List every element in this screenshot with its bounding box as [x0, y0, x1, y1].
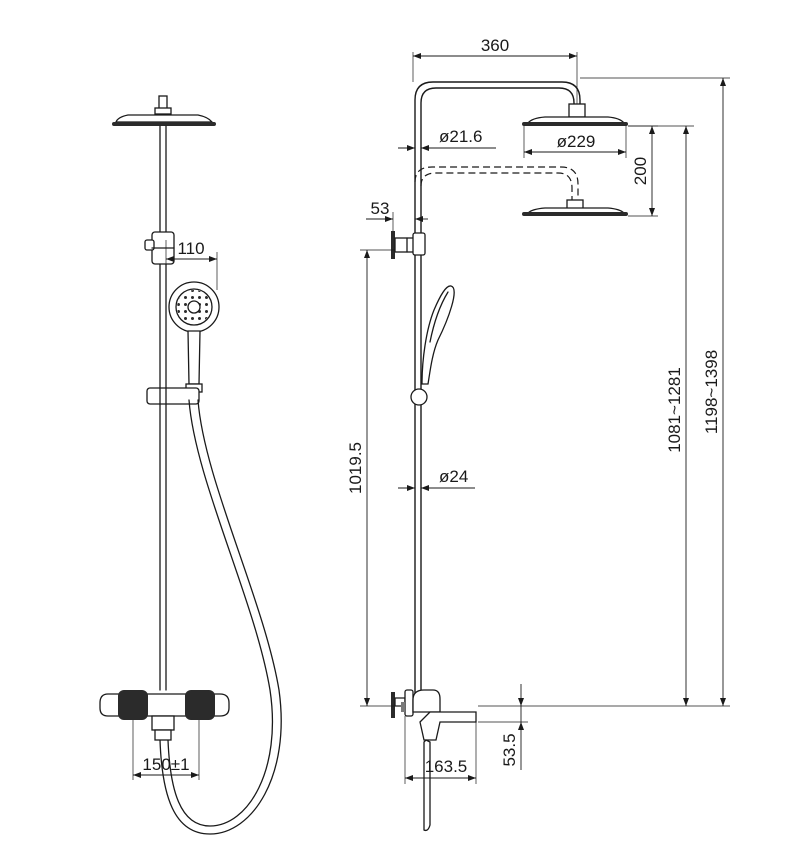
- front-shower-hose: [159, 399, 282, 835]
- dim-overall-height: 1198~1398: [580, 77, 730, 707]
- dim-adjustable-height: 1081~1281: [478, 125, 694, 707]
- side-shower-arm: [414, 81, 628, 695]
- dim-bracket-offset: 53: [366, 199, 428, 231]
- dim-arm-diameter: ø21.6: [398, 127, 496, 151]
- dim-bracket-height: 1019.5: [346, 249, 395, 707]
- label-head-diameter: ø229: [557, 132, 596, 151]
- label-arm-height-adjust: 200: [631, 157, 650, 185]
- front-rain-shower-head: [112, 95, 216, 126]
- label-inlet-spacing: 150±1: [142, 755, 189, 774]
- dim-handshower-offset: 110: [165, 239, 218, 290]
- dim-rail-diameter: ø24: [398, 467, 475, 491]
- label-arm-length: 360: [481, 36, 509, 55]
- front-slider-holder: [146, 387, 200, 405]
- label-adjustable-height: 1081~1281: [665, 367, 684, 453]
- dim-arm-height-adjust: 200: [628, 125, 658, 217]
- label-arm-diameter: ø21.6: [439, 127, 482, 146]
- front-wall-bracket: [144, 231, 175, 265]
- side-mixer-and-spout: [391, 689, 477, 832]
- label-spout-projection: 163.5: [425, 757, 468, 776]
- front-hand-shower: [168, 281, 220, 393]
- dim-spout-projection: 163.5: [404, 716, 477, 784]
- dim-head-diameter: ø229: [523, 126, 627, 158]
- side-shower-arm-lowered: [414, 166, 628, 216]
- front-view: 110 150±1: [99, 95, 282, 835]
- dim-inlet-spacing: 150±1: [132, 720, 200, 780]
- label-bracket-offset: 53: [371, 199, 390, 218]
- label-handshower-offset: 110: [177, 239, 204, 258]
- side-view: 360 ø21.6 ø229 200: [346, 36, 730, 832]
- front-slide-rail: [159, 125, 167, 691]
- label-overall-height: 1198~1398: [702, 350, 721, 434]
- label-rail-diameter: ø24: [439, 467, 468, 486]
- side-hand-shower: [410, 285, 455, 406]
- label-spout-drop: 53.5: [500, 733, 519, 766]
- label-bracket-height: 1019.5: [346, 442, 365, 494]
- dim-spout-drop: 53.5: [478, 684, 528, 770]
- front-thermostatic-mixer: [99, 690, 230, 741]
- dim-arm-length: 360: [412, 36, 578, 104]
- side-wall-bracket: [391, 231, 426, 259]
